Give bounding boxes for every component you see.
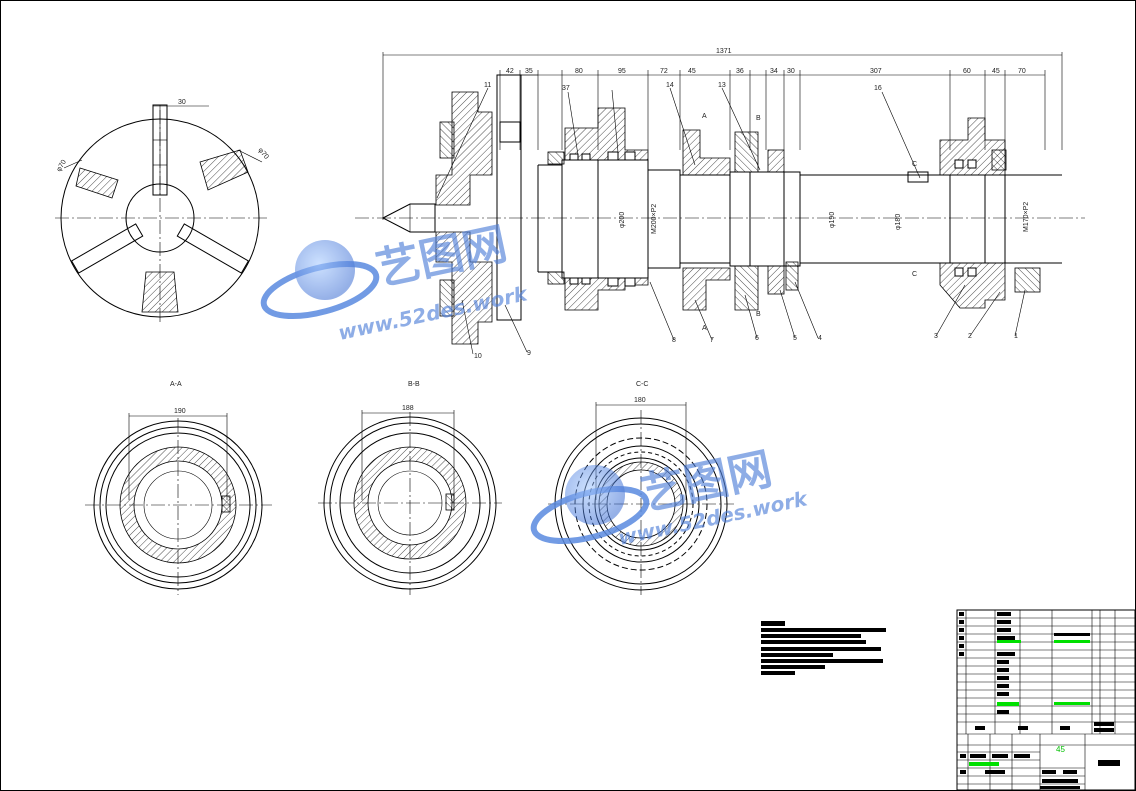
dim-80: 80 (575, 68, 583, 75)
technical-notes (761, 621, 886, 675)
section-b-b-title: B-B (408, 381, 420, 388)
dim-36: 36 (736, 68, 744, 75)
dim-307: 307 (870, 68, 882, 75)
part-label-11: 11 (484, 82, 491, 89)
part-label-14: 14 (666, 82, 674, 89)
part-label-37: 37 (562, 85, 570, 92)
dim-72: 72 (660, 68, 668, 75)
section-c-c-dim: 180 (634, 397, 646, 404)
dim-34: 34 (770, 68, 778, 75)
dim-42: 42 (506, 68, 514, 75)
section-b-b: B-B 188 (318, 381, 502, 595)
dim-60: 60 (963, 68, 971, 75)
section-mark-b-top: B (756, 115, 761, 122)
overall-length-dim: 1371 (716, 48, 732, 55)
dim-70: 70 (1018, 68, 1026, 75)
part-label-10: 10 (474, 353, 482, 360)
part-label-3: 3 (934, 333, 938, 340)
spindle-section-view: 1371 42 35 80 95 72 45 36 34 30 (355, 48, 1085, 360)
section-a-a: A-A 190 (85, 381, 272, 595)
part-label-16: 16 (874, 85, 882, 92)
part-label-2: 2 (968, 333, 972, 340)
dim-45: 45 (688, 68, 696, 75)
section-mark-a-bottom: A (702, 325, 707, 332)
dia-label-200: φ200 (619, 212, 626, 228)
title-block: 45 (956, 609, 1136, 791)
section-mark-b-bottom: B (756, 311, 761, 318)
part-label-1: 1 (1014, 333, 1018, 340)
part-label-4: 4 (818, 335, 822, 342)
section-a-a-title: A-A (170, 381, 182, 388)
material-label: 45 (1056, 745, 1065, 754)
part-label-5: 5 (793, 335, 797, 342)
part-label-13: 13 (718, 82, 726, 89)
section-c-c-title: C-C (636, 381, 648, 388)
section-mark-a-top: A (702, 113, 707, 120)
part-label-8: 8 (672, 337, 676, 344)
section-a-a-dim: 190 (174, 408, 186, 415)
section-mark-c-bottom: C (912, 271, 917, 278)
part-label-6: 6 (755, 335, 759, 342)
dim-30: 30 (787, 68, 795, 75)
part-label-7: 7 (710, 337, 714, 344)
dim-95: 95 (618, 68, 626, 75)
chuck-dimension: 30 (178, 99, 186, 106)
dim-45b: 45 (992, 68, 1000, 75)
part-label-9: 9 (527, 350, 531, 357)
dia-label-180: φ180 (895, 214, 902, 230)
section-b-b-dim: 188 (402, 405, 414, 412)
dia-label-m170: M170×P2 (1023, 202, 1030, 232)
dim-35: 35 (525, 68, 533, 75)
section-mark-c-top: C (912, 161, 917, 168)
dia-label-m200: M200×P2 (651, 204, 658, 234)
dia-label-190: φ190 (829, 212, 836, 228)
